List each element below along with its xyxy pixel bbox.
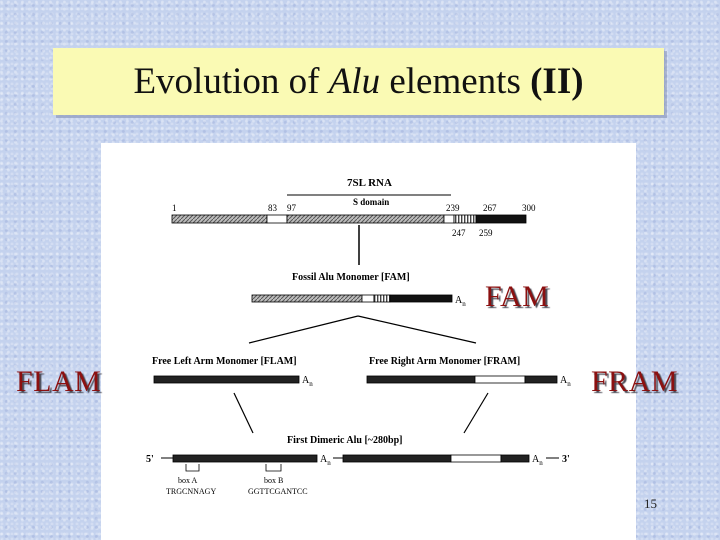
pos-267-label: 267 bbox=[483, 203, 497, 213]
fam-segment-right bbox=[389, 294, 453, 303]
title-bold-part: (II) bbox=[530, 61, 584, 102]
page-number: 15 bbox=[644, 496, 657, 511]
box-a-label: box A bbox=[178, 476, 198, 485]
alu-diagram: 7SL RNA S domain 1 83 97 239 267 300 247… bbox=[146, 177, 571, 496]
alu-evolution-figure: 7SL RNA S domain 1 83 97 239 267 300 247… bbox=[101, 143, 636, 540]
fam-segment-striped bbox=[373, 294, 391, 303]
flam-title: Free Left Arm Monomer [FLAM] bbox=[152, 356, 297, 367]
rna-segment-gap-1 bbox=[266, 214, 288, 224]
fam-title: Fossil Alu Monomer [FAM] bbox=[292, 272, 410, 283]
pos-239-label: 239 bbox=[446, 203, 460, 213]
dimeric-poly-a-1: An bbox=[320, 454, 331, 467]
five-prime-label: 5' bbox=[146, 454, 154, 465]
pos-1-label: 1 bbox=[172, 203, 177, 213]
fram-segment-white bbox=[474, 375, 526, 384]
split-line-left bbox=[248, 315, 359, 344]
title-text-part: elements bbox=[380, 61, 531, 102]
rna-segment-striped bbox=[453, 214, 477, 224]
merge-line-left bbox=[233, 392, 254, 434]
flam-poly-a: An bbox=[302, 375, 313, 388]
rna-title: 7SL RNA bbox=[347, 177, 392, 189]
pos-259-label: 259 bbox=[479, 228, 493, 238]
dimeric-poly-a-2: An bbox=[532, 454, 543, 467]
dimeric-left-monomer bbox=[172, 454, 318, 463]
flam-element-bar bbox=[153, 375, 300, 384]
rna-segment-left bbox=[171, 214, 268, 224]
flam-overlay-label: FLAM bbox=[16, 365, 102, 398]
rna-segment-gap-2 bbox=[443, 214, 455, 224]
box-a-bracket bbox=[185, 464, 200, 472]
slide-title: Evolution of Alu elements (II) bbox=[133, 60, 583, 103]
fram-title: Free Right Arm Monomer [FRAM] bbox=[369, 356, 520, 367]
pos-300-label: 300 bbox=[522, 203, 536, 213]
split-line-right bbox=[357, 315, 477, 344]
s-domain-label: S domain bbox=[353, 197, 389, 207]
box-b-sequence: GGTTCGANTCC bbox=[248, 487, 308, 496]
dimeric-right-monomer-left bbox=[342, 454, 452, 463]
fam-segment-left bbox=[251, 294, 363, 303]
rna-segment-right bbox=[475, 214, 527, 224]
title-italic-alu: Alu bbox=[328, 61, 381, 102]
three-prime-label: 3' bbox=[562, 454, 570, 465]
merge-line-right bbox=[463, 392, 489, 434]
pos-247-label: 247 bbox=[452, 228, 466, 238]
box-a-sequence: TRGCNNAGY bbox=[166, 487, 216, 496]
box-b-bracket bbox=[265, 464, 282, 472]
fram-segment-left bbox=[366, 375, 476, 384]
title-box: Evolution of Alu elements (II) bbox=[53, 48, 664, 115]
pos-97-label: 97 bbox=[287, 203, 297, 213]
dimeric-right-monomer-white bbox=[450, 454, 502, 463]
box-b-label: box B bbox=[264, 476, 283, 485]
fram-segment-right bbox=[524, 375, 558, 384]
fam-segment-gap bbox=[361, 294, 375, 303]
title-text-part: Evolution of bbox=[133, 61, 329, 102]
fram-poly-a: An bbox=[560, 375, 571, 388]
pos-83-label: 83 bbox=[268, 203, 278, 213]
dimeric-title: First Dimeric Alu [~280bp] bbox=[287, 435, 402, 446]
fam-overlay-label: FAM bbox=[485, 280, 550, 313]
fram-overlay-label: FRAM bbox=[591, 365, 679, 398]
dimeric-right-monomer-end bbox=[500, 454, 530, 463]
rna-segment-s-domain bbox=[286, 214, 445, 224]
fam-poly-a: An bbox=[455, 295, 466, 308]
